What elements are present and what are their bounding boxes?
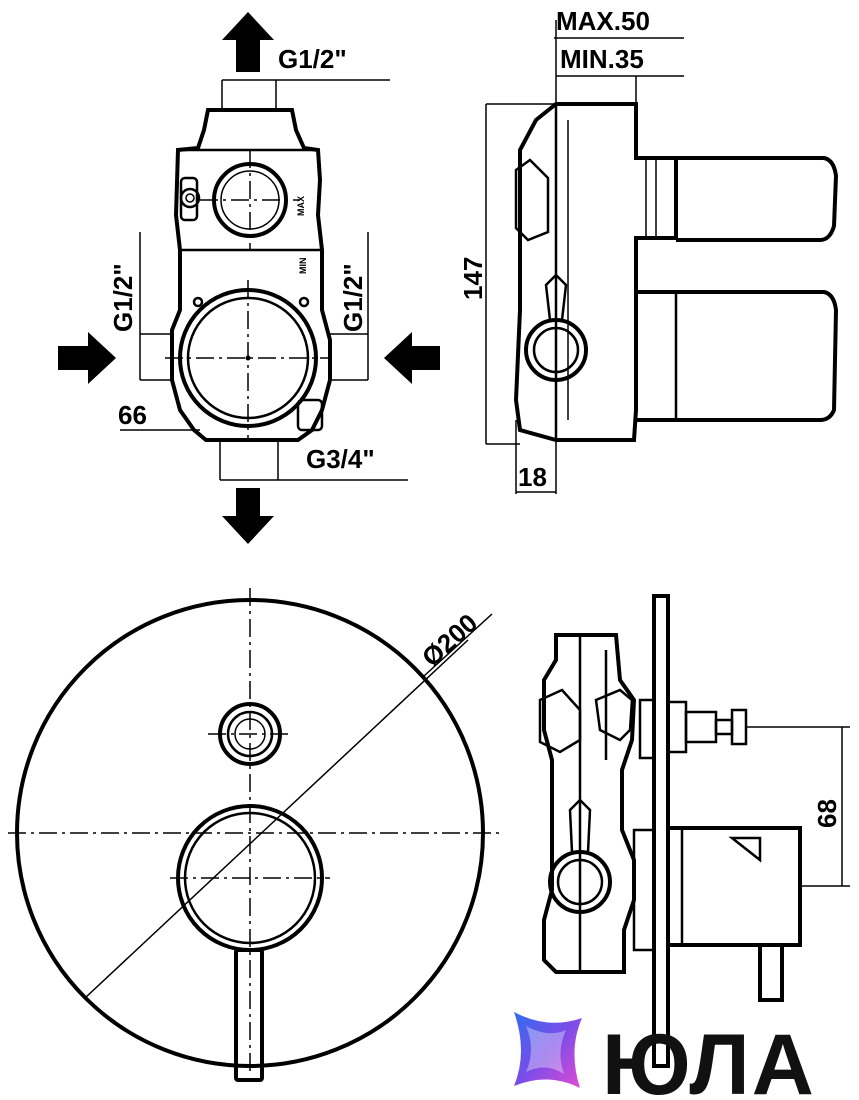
plate-diameter-label: Ø200 bbox=[416, 608, 483, 673]
logo-wordmark: ЮЛА bbox=[602, 1017, 816, 1100]
min-mark: MIN bbox=[298, 258, 308, 275]
depth-min-label: MIN.35 bbox=[560, 44, 644, 74]
width-dimension-label: 66 bbox=[118, 400, 147, 430]
installed-side-view: 68 bbox=[538, 594, 850, 1068]
brand-logo: ЮЛА bbox=[514, 1012, 816, 1100]
valve-front-view: G1/2" MAX MIN G1/2" bbox=[58, 12, 440, 544]
offset-dimension-label: 18 bbox=[518, 462, 547, 492]
faceplate-view: Ø200 bbox=[8, 588, 500, 1082]
plate-edge bbox=[652, 594, 670, 1068]
flow-arrow-up-icon bbox=[222, 12, 274, 72]
outlet-top-thread-label: G1/2" bbox=[278, 44, 347, 74]
flow-arrow-down-icon bbox=[222, 488, 274, 544]
depth-max-label: MAX.50 bbox=[556, 6, 650, 36]
inlet-right-thread-label: G1/2" bbox=[338, 263, 368, 332]
logo-star-icon bbox=[514, 1012, 582, 1088]
height-dimension-label: 147 bbox=[458, 257, 488, 300]
flow-arrow-left-inlet-icon bbox=[58, 332, 116, 384]
outlet-bottom-thread-label: G3/4" bbox=[306, 444, 375, 474]
handle-offset-dimension-label: 68 bbox=[812, 799, 842, 828]
handle-lever bbox=[234, 948, 264, 1082]
inlet-left-thread-label: G1/2" bbox=[108, 263, 138, 332]
flow-arrow-right-inlet-icon bbox=[384, 332, 440, 384]
max-mark: MAX bbox=[296, 196, 306, 216]
valve-side-view: MAX.50 MIN.35 147 18 bbox=[458, 6, 839, 494]
